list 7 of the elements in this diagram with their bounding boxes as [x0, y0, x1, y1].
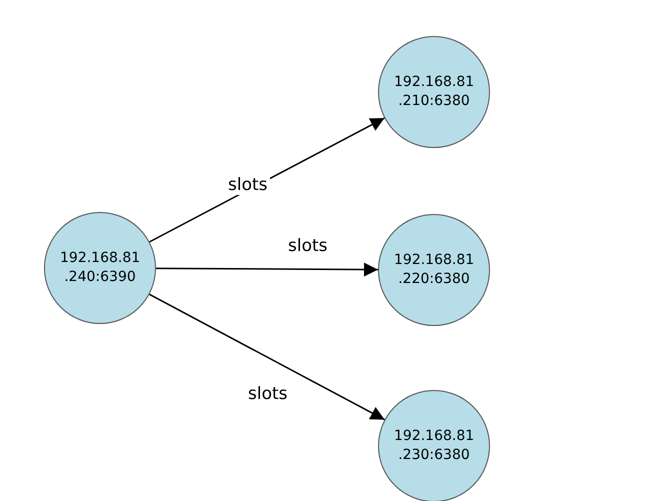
node-label: 192.168.81 .220:6380	[394, 251, 474, 289]
node-label: 192.168.81 .240:6390	[60, 249, 140, 287]
edge-label: slots	[226, 175, 270, 195]
node-label: 192.168.81 .230:6380	[394, 427, 474, 465]
arrow	[156, 262, 378, 277]
arrow	[149, 294, 385, 420]
node-label: 192.168.81 .210:6380	[394, 73, 474, 111]
